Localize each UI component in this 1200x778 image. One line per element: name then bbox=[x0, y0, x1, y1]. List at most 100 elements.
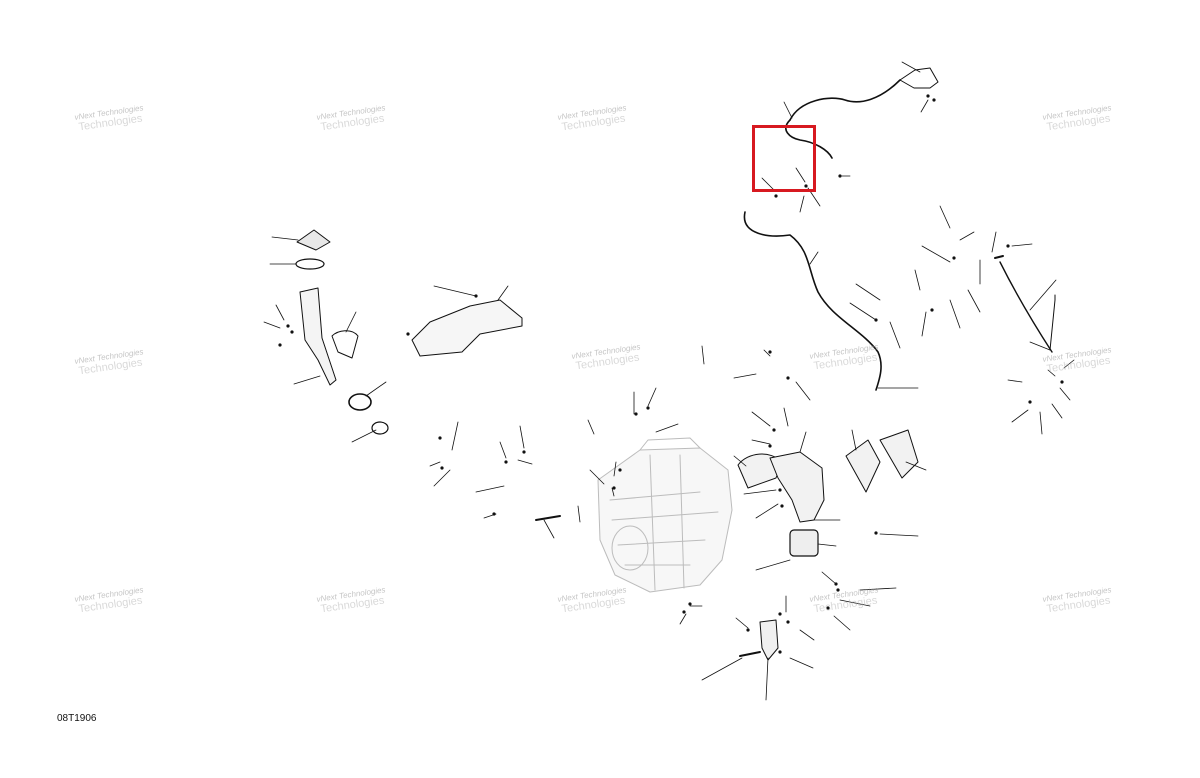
leader-line-53 bbox=[577, 505, 581, 523]
leader-line-15 bbox=[855, 283, 881, 301]
leader-line-32 bbox=[271, 236, 299, 241]
leader-line-49 bbox=[587, 419, 595, 435]
fastener-11 bbox=[286, 324, 290, 328]
bolt-160-upper bbox=[535, 515, 561, 521]
intake-cone-285 bbox=[296, 229, 331, 251]
bracket-150 bbox=[759, 619, 779, 661]
fastener-17 bbox=[786, 376, 790, 380]
leader-line-10 bbox=[959, 231, 975, 241]
fastener-19 bbox=[646, 406, 650, 410]
fastener-31 bbox=[612, 486, 616, 490]
fastener-7 bbox=[930, 308, 934, 312]
leader-line-22 bbox=[889, 321, 901, 349]
heat-shield-295 bbox=[411, 299, 523, 357]
leader-line-78 bbox=[839, 599, 871, 607]
throttle-housing bbox=[899, 67, 939, 89]
cable-510-end bbox=[1049, 294, 1056, 351]
leader-line-80 bbox=[789, 657, 814, 669]
leader-line-24 bbox=[1029, 341, 1051, 351]
leader-line-84 bbox=[679, 613, 687, 625]
leader-line-86 bbox=[701, 657, 743, 681]
fastener-23 bbox=[780, 504, 784, 508]
leader-line-48 bbox=[655, 423, 679, 433]
fastener-6 bbox=[952, 256, 956, 260]
fastener-27 bbox=[522, 450, 526, 454]
fastener-33 bbox=[836, 588, 840, 592]
leader-line-76 bbox=[821, 571, 837, 585]
leader-line-1 bbox=[783, 101, 793, 119]
fastener-0 bbox=[926, 94, 930, 98]
fastener-28 bbox=[504, 460, 508, 464]
leader-line-55 bbox=[451, 421, 459, 451]
leader-line-16 bbox=[849, 302, 877, 321]
leader-line-64 bbox=[783, 407, 789, 427]
leader-line-87 bbox=[765, 657, 769, 701]
leader-line-5 bbox=[761, 177, 775, 191]
leader-line-43 bbox=[763, 349, 771, 357]
leader-line-65 bbox=[751, 439, 771, 445]
clamp-280 bbox=[371, 421, 389, 435]
fastener-36 bbox=[786, 620, 790, 624]
fastener-2 bbox=[838, 174, 842, 178]
leader-line-37 bbox=[293, 375, 321, 385]
leader-line-36 bbox=[345, 311, 357, 333]
leader-line-56 bbox=[519, 425, 525, 449]
leader-line-74 bbox=[879, 533, 919, 537]
bolt-160-lower bbox=[739, 651, 761, 657]
leader-line-26 bbox=[1047, 369, 1056, 377]
leader-line-35 bbox=[263, 321, 281, 329]
fastener-20 bbox=[772, 428, 776, 432]
fastener-26 bbox=[440, 466, 444, 470]
fastener-3 bbox=[774, 194, 778, 198]
leader-line-14 bbox=[914, 269, 921, 291]
leader-line-41 bbox=[497, 285, 509, 301]
leader-line-34 bbox=[275, 304, 285, 321]
leader-line-38 bbox=[365, 381, 387, 397]
fastener-9 bbox=[1060, 380, 1064, 384]
leader-line-50 bbox=[589, 469, 605, 485]
harness-loop bbox=[785, 119, 833, 159]
leader-line-45 bbox=[795, 381, 811, 401]
fastener-25 bbox=[438, 436, 442, 440]
leader-line-19 bbox=[967, 289, 981, 313]
leader-line-61 bbox=[475, 485, 505, 493]
leader-line-44 bbox=[733, 373, 757, 379]
heat-shield-361 bbox=[879, 429, 919, 479]
leader-line-9 bbox=[939, 205, 951, 229]
fastener-21 bbox=[768, 444, 772, 448]
coupler-270 bbox=[348, 393, 372, 411]
highlight-box bbox=[752, 125, 816, 192]
fastener-39 bbox=[682, 610, 686, 614]
fastener-10 bbox=[1028, 400, 1032, 404]
leader-line-58 bbox=[429, 461, 441, 467]
intake-clamp-286 bbox=[295, 258, 325, 270]
leader-line-77 bbox=[859, 587, 897, 591]
dipstick-510 bbox=[999, 261, 1053, 353]
leader-line-29 bbox=[1011, 409, 1029, 423]
leader-line-0 bbox=[901, 61, 921, 73]
leader-line-71 bbox=[755, 503, 779, 519]
leader-line-31 bbox=[1039, 411, 1043, 435]
leader-line-54 bbox=[543, 519, 555, 539]
dipstick-cap bbox=[994, 255, 1004, 259]
fastener-16 bbox=[768, 350, 772, 354]
leader-line-67 bbox=[733, 455, 747, 467]
leader-line-62 bbox=[483, 513, 497, 519]
fastener-5 bbox=[1006, 244, 1010, 248]
leader-line-69 bbox=[905, 461, 927, 471]
exhaust-360 bbox=[769, 451, 825, 523]
leader-line-2 bbox=[920, 99, 929, 113]
intake-duct-290 bbox=[299, 287, 337, 386]
leader-line-13 bbox=[921, 245, 951, 263]
fastener-1 bbox=[932, 98, 936, 102]
leader-line-40 bbox=[433, 285, 477, 297]
leader-line-73 bbox=[817, 543, 837, 547]
fastener-35 bbox=[778, 612, 782, 616]
throttle-cable bbox=[789, 79, 901, 121]
fastener-15 bbox=[406, 332, 410, 336]
leader-line-51 bbox=[613, 461, 617, 477]
fastener-37 bbox=[826, 606, 830, 610]
leader-line-12 bbox=[1011, 243, 1033, 247]
leader-line-27 bbox=[1007, 379, 1023, 383]
